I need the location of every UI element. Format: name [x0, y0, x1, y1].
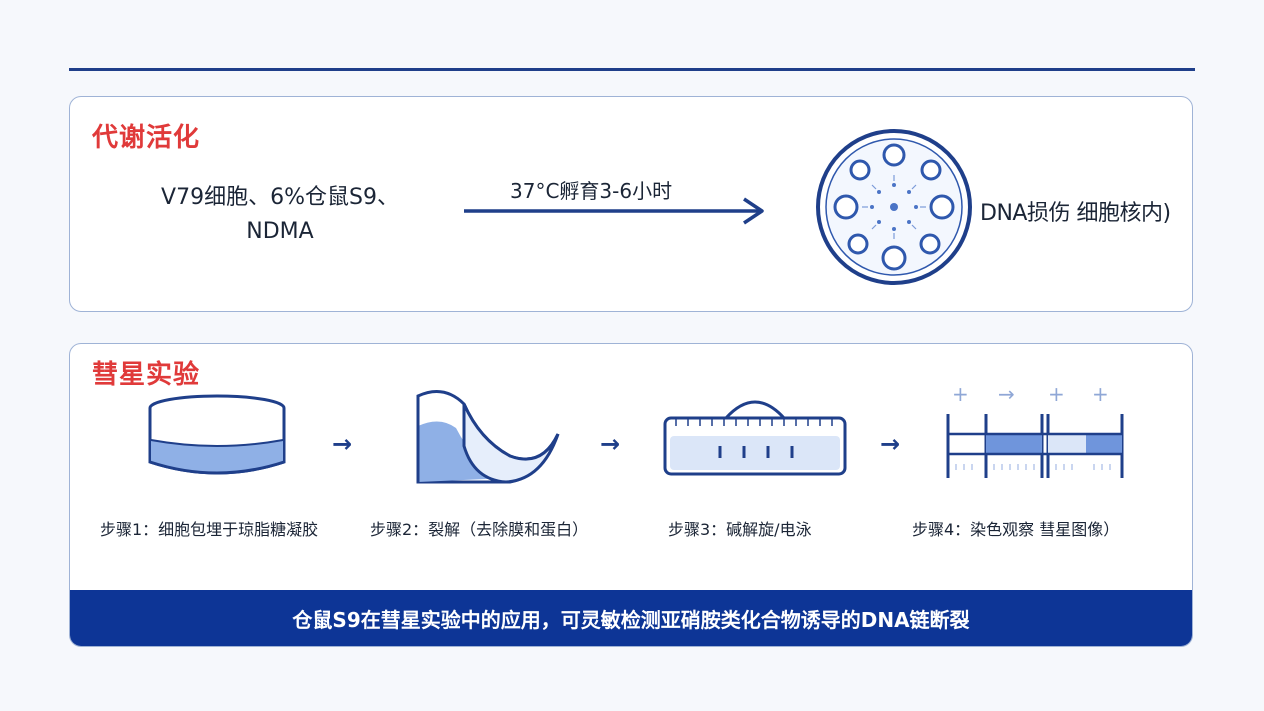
step-3-caption: 步骤3：碱解旋/电泳 [668, 520, 812, 539]
cell-nucleus-icon [816, 129, 972, 285]
metabolic-activation-panel: 代谢活化 V79细胞、6%仓鼠S9、 NDMA 37°C孵育3-6小时 [69, 96, 1193, 312]
comet-assay-title: 彗星实验 [92, 360, 201, 390]
step-arrow-1: → [332, 430, 353, 458]
summary-banner: 仓鼠S9在彗星实验中的应用，可灵敏检测亚硝胺类化合物诱导的DNA链断裂 [70, 590, 1192, 646]
summary-banner-text: 仓鼠S9在彗星实验中的应用，可灵敏检测亚硝胺类化合物诱导的DNA链断裂 [292, 607, 970, 632]
gel-symbol-1: + [952, 382, 969, 406]
gel-symbols: + [952, 382, 1032, 406]
electrophoresis-icon [663, 400, 847, 476]
comet-assay-panel: 彗星实验 → → → [69, 343, 1193, 647]
gel-symbol-4: + [1092, 382, 1109, 406]
gel-symbol-3: + [1048, 382, 1065, 406]
reagents-line-2: NDMA [246, 219, 314, 244]
step-2-caption: 步骤2：裂解（去除膜和蛋白） [370, 520, 589, 539]
reagents-text: V79细胞、6%仓鼠S9、 NDMA [130, 181, 430, 249]
metabolic-activation-title: 代谢活化 [92, 123, 201, 153]
step-1-caption: 步骤1：细胞包埋于琼脂糖凝胶 [100, 520, 319, 539]
step-4-caption: 步骤4：染色观察 彗星图像） [912, 520, 1120, 539]
step-arrow-3: → [880, 430, 901, 458]
flow-arrow-icon [464, 197, 764, 225]
lysis-icon [416, 390, 560, 484]
petri-dish-icon [148, 394, 286, 475]
gel-symbol-2: → [998, 382, 1015, 406]
comet-gel-icon [946, 414, 1124, 478]
incubation-label: 37°C孵育3-6小时 [510, 179, 673, 203]
reagents-line-1: V79细胞、6%仓鼠S9、 [161, 185, 399, 210]
top-rule [69, 68, 1195, 71]
dna-damage-label: DNA损伤 细胞核内) [980, 201, 1171, 226]
step-arrow-2: → [600, 430, 621, 458]
